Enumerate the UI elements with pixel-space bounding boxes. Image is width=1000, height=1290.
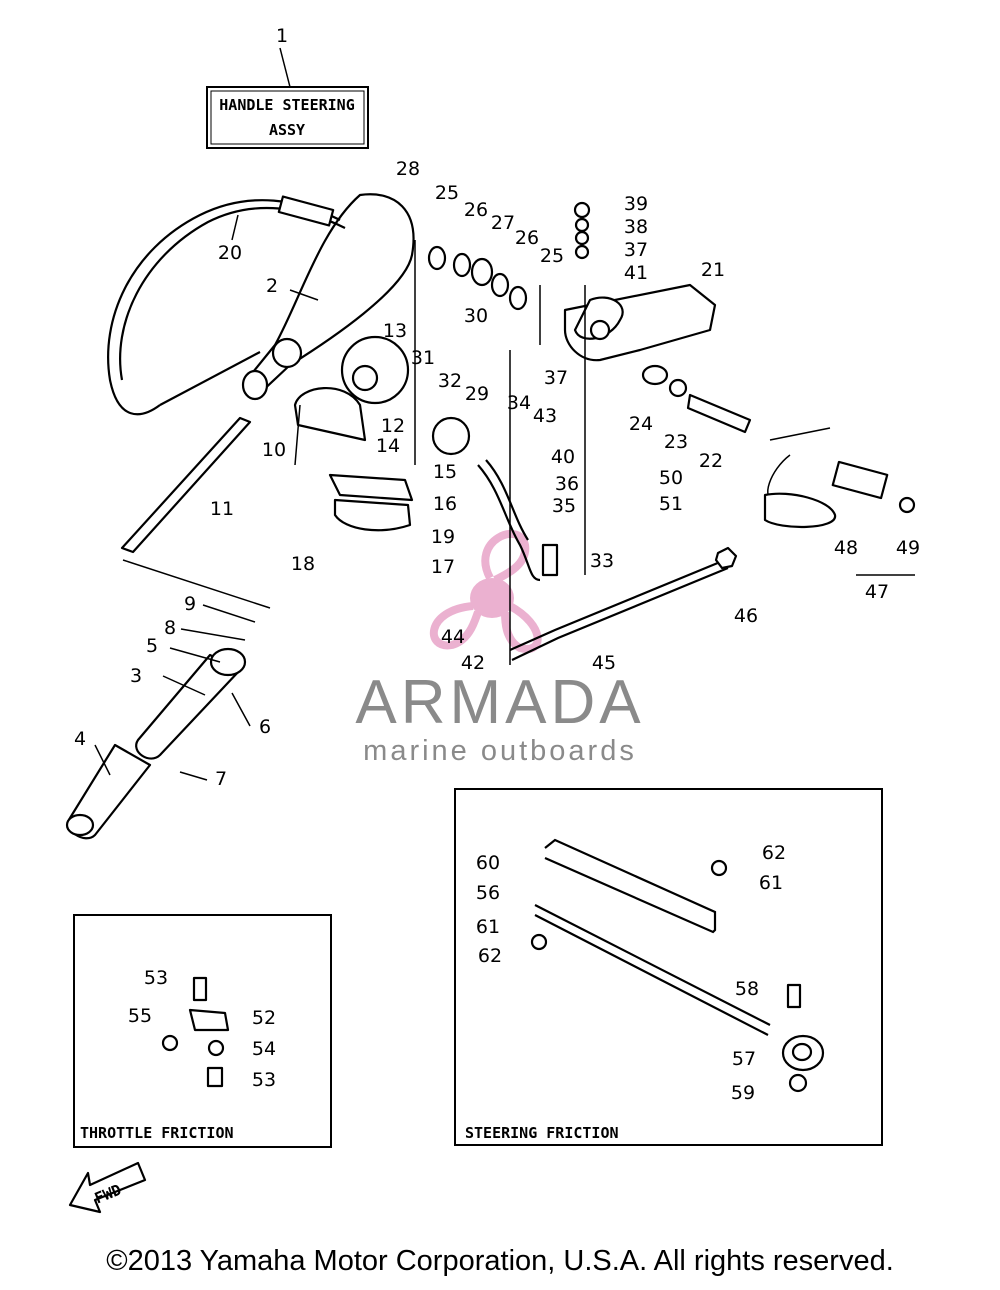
callout-label: 16 <box>433 493 457 515</box>
watermark-brand: ARMADA <box>355 668 644 737</box>
tiller-handle <box>241 193 415 401</box>
inset-throttle-friction: THROTTLE FRICTION <box>73 914 332 1148</box>
washers <box>427 201 591 311</box>
title-line2: ASSY <box>269 121 305 139</box>
callout-label: 45 <box>592 652 616 674</box>
callout-label: 56 <box>476 882 500 904</box>
callout-label: 57 <box>732 1048 756 1070</box>
inset-throttle-label: THROTTLE FRICTION <box>80 1124 234 1142</box>
throttle-grip <box>65 647 247 840</box>
callout-label: 42 <box>461 652 485 674</box>
callout-label: 61 <box>476 916 500 938</box>
callout-label: 47 <box>865 581 889 603</box>
callout-label: 35 <box>552 495 576 517</box>
callout-label: 37 <box>624 239 648 261</box>
callout-label: 5 <box>146 635 158 657</box>
callout-label: 36 <box>555 473 579 495</box>
callout-label: 46 <box>734 605 758 627</box>
throttle-shaft <box>120 416 252 554</box>
callout-label: 43 <box>533 405 557 427</box>
callout-label: 8 <box>164 617 176 639</box>
callout-label: 20 <box>218 242 242 264</box>
callout-label: 12 <box>381 415 405 437</box>
callout-label: 34 <box>507 392 531 414</box>
fwd-arrow-icon: FWD <box>68 1161 147 1214</box>
callout-label: 59 <box>731 1082 755 1104</box>
inset-steering-friction: STEERING FRICTION <box>454 788 883 1146</box>
callout-label: 41 <box>624 262 648 284</box>
callout-label: 29 <box>465 383 489 405</box>
callout-label: 26 <box>464 199 488 221</box>
callout-label: 62 <box>478 945 502 967</box>
callout-label: 4 <box>74 728 86 750</box>
title-line1: HANDLE STEERING <box>219 96 354 114</box>
callout-label: 54 <box>252 1038 276 1060</box>
callout-label: 38 <box>624 216 648 238</box>
leader-lines <box>94 214 915 781</box>
callout-label: 3 <box>130 665 142 687</box>
callout-label: 13 <box>383 320 407 342</box>
callout-label: 25 <box>540 245 564 267</box>
throttle-cable <box>107 195 346 416</box>
callout-label: 51 <box>659 493 683 515</box>
callout-label: 53 <box>252 1069 276 1091</box>
callout-label: 1 <box>276 25 288 47</box>
copyright-notice: ©2013 Yamaha Motor Corporation, U.S.A. A… <box>106 1245 894 1277</box>
callout-label: 30 <box>464 305 488 327</box>
callout-label: 31 <box>411 347 435 369</box>
callout-label: 44 <box>441 626 465 648</box>
callout-label: 49 <box>896 537 920 559</box>
callout-label: 15 <box>433 461 457 483</box>
callout-label: 10 <box>262 439 286 461</box>
callout-label: 19 <box>431 526 455 548</box>
callout-label: 62 <box>762 842 786 864</box>
callout-label: 21 <box>701 259 725 281</box>
callout-label: 53 <box>144 967 168 989</box>
callout-label: 52 <box>252 1007 276 1029</box>
callout-label: 26 <box>515 227 539 249</box>
callout-label: 17 <box>431 556 455 578</box>
shift-rod <box>509 546 738 661</box>
watermark-tagline: marine outboards <box>363 735 637 767</box>
callout-label: 23 <box>664 431 688 453</box>
callout-label: 39 <box>624 193 648 215</box>
callout-label: 50 <box>659 467 683 489</box>
callout-label: 25 <box>435 182 459 204</box>
callout-label: 14 <box>376 435 400 457</box>
title-box: HANDLE STEERING ASSY <box>206 47 369 149</box>
stop-switch <box>763 427 916 528</box>
callout-label: 18 <box>291 553 315 575</box>
callout-label: 27 <box>491 212 515 234</box>
callout-label: 6 <box>259 716 271 738</box>
callout-label: 2 <box>266 275 278 297</box>
callout-label: 32 <box>438 370 462 392</box>
callout-label: 22 <box>699 450 723 472</box>
callout-label: 55 <box>128 1005 152 1027</box>
friction-parts <box>293 335 414 532</box>
callout-label: 58 <box>735 978 759 1000</box>
callout-label: 33 <box>590 550 614 572</box>
callout-label: 24 <box>629 413 653 435</box>
callout-label: 9 <box>184 593 196 615</box>
inset-steering-label: STEERING FRICTION <box>465 1124 619 1142</box>
callout-label: 60 <box>476 852 500 874</box>
callout-label: 7 <box>215 768 227 790</box>
callout-label: 11 <box>210 498 234 520</box>
callout-label: 37 <box>544 367 568 389</box>
callout-label: 48 <box>834 537 858 559</box>
callouts: 1 2 3 4 5 6 7 8 9 10 11 12 13 14 15 16 1… <box>74 25 920 1104</box>
callout-label: 61 <box>759 872 783 894</box>
steering-bracket <box>563 283 752 434</box>
callout-label: 28 <box>396 158 420 180</box>
callout-label: 40 <box>551 446 575 468</box>
